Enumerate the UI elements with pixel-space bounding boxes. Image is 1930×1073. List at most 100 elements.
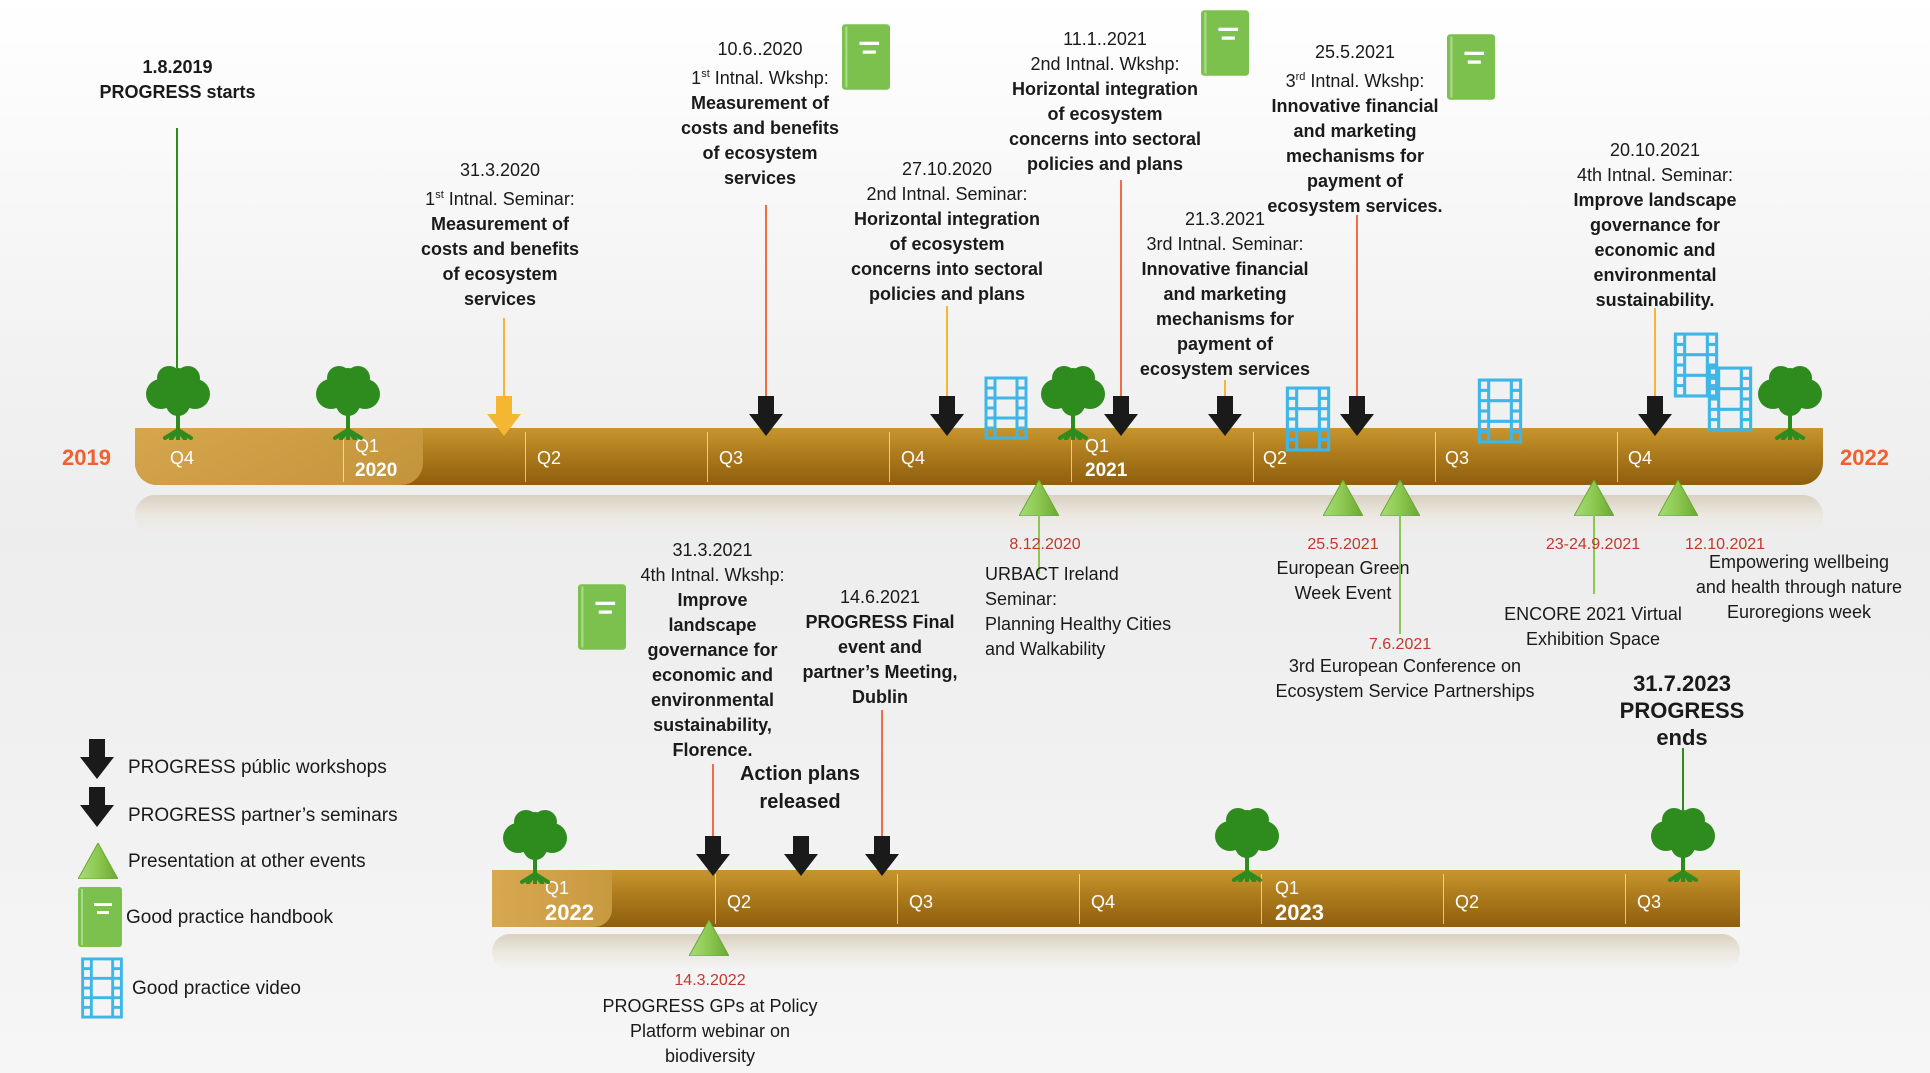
event-title-line: mechanisms for [1285, 146, 1425, 166]
bottom-quarter-label: Q3 [909, 892, 934, 912]
kind-sup: st [701, 68, 710, 80]
legend-workshops: PROGRESS públic workshops [128, 757, 387, 778]
book-icon [1201, 8, 1249, 78]
event-action-plans: Action plans released [720, 760, 880, 816]
event-line: Empowering wellbeing [1708, 552, 1890, 572]
event-title: PROGRESS starts [99, 82, 256, 102]
event-title-line: environmental [650, 690, 775, 710]
event-title-line: Improve [677, 590, 748, 610]
event-date: 20.10.2021 [1609, 140, 1701, 160]
kind-text: 1 [425, 189, 436, 209]
event-title-line: policies and plans [1026, 154, 1184, 174]
event-gps-webinar: PROGRESS GPs at Policy Platform webinar … [585, 994, 835, 1069]
event-espc: 3rd European Conference on Ecosystem Ser… [1235, 654, 1575, 704]
film-icon [80, 957, 124, 1019]
kind-text: 3 [1285, 71, 1296, 91]
event-seminar-1: 31.3.2020 1st Intnal. Seminar: Measureme… [400, 158, 600, 312]
event-encore: ENCORE 2021 Virtual Exhibition Space [1483, 602, 1703, 652]
top-axis-shadow [135, 495, 1823, 535]
triangle-up-icon [1323, 480, 1363, 516]
event-title-line: Horizontal integration [1012, 79, 1198, 99]
event-line: European Green [1276, 558, 1410, 578]
book-icon [78, 887, 122, 947]
event-title-line: services [723, 168, 797, 188]
top-quarter-label: Q2 [537, 448, 562, 468]
event-date-red: 25.5.2021 [1307, 536, 1379, 553]
triangle-up-icon [1019, 480, 1059, 516]
film-icon [984, 376, 1028, 440]
event-title-line: services [463, 289, 537, 309]
bottom-axis-bar [492, 870, 1740, 927]
arrow-down-icon [1638, 396, 1672, 436]
event-title-line: mechanisms for [1155, 309, 1295, 329]
event-line: biodiversity [664, 1046, 756, 1066]
top-tick [889, 432, 890, 482]
bottom-axis-highlight [492, 870, 612, 927]
event-kind: 2nd Intnal. Seminar: [866, 184, 1028, 204]
triangle-up-icon [1380, 480, 1420, 516]
bottom-tick [1261, 874, 1262, 924]
event-date-red: 12.10.2021 [1684, 536, 1766, 553]
event-euroregions: Empowering wellbeing and health through … [1684, 550, 1914, 625]
event-title-line: environmental [1593, 265, 1717, 285]
event-date-red: 23-24.9.2021 [1545, 536, 1641, 553]
event-final: 14.6.2021 PROGRESS Final event and partn… [790, 585, 970, 710]
kind-text: Intnal. Seminar: [443, 189, 575, 209]
event-title-line: sustainability. [1595, 290, 1715, 310]
top-quarter-label: Q3 [1445, 448, 1470, 468]
event-title-line: of ecosystem [1047, 104, 1163, 124]
tree-icon [1755, 364, 1825, 440]
legend-presentations: Presentation at other events [128, 851, 366, 872]
event-date: 31.7.2023 [1633, 671, 1731, 696]
event-title-line: governance for [647, 640, 778, 660]
event-title-line: Measurement of [430, 214, 570, 234]
event-workshop-2: 11.1..2021 2nd Intnal. Wkshp: Horizontal… [1000, 27, 1210, 177]
event-title-line: released [759, 791, 841, 813]
top-tick [1071, 432, 1072, 482]
event-title-line: Improve landscape [1573, 190, 1737, 210]
arrow-down-icon [80, 739, 114, 779]
event-title-line: sustainability, [653, 715, 772, 735]
event-title-line: Action plans [739, 763, 860, 785]
event-title-line: ecosystem services [1139, 359, 1311, 379]
event-title-line: Measurement of [690, 93, 830, 113]
connector-line [1682, 748, 1684, 810]
arrow-down-icon [1208, 396, 1242, 436]
event-line: PROGRESS GPs at Policy [602, 996, 818, 1016]
arrow-down-icon [784, 836, 818, 876]
connector-line [1038, 514, 1040, 574]
bottom-tick [897, 874, 898, 924]
event-line: URBACT Ireland [985, 564, 1119, 584]
event-line: Platform webinar on [629, 1021, 791, 1041]
bottom-tick [1079, 874, 1080, 924]
event-title-line: payment of [1306, 171, 1403, 191]
top-tick [525, 432, 526, 482]
bottom-quarter-label: Q1 [545, 878, 570, 898]
event-title-line: costs and benefits [420, 239, 580, 259]
connector-line [176, 128, 178, 368]
event-line: Euroregions week [1726, 602, 1872, 622]
event-title-line: Innovative financial [1141, 259, 1309, 279]
event-date: 1.8.2019 [142, 57, 213, 77]
top-year-mark: 2021 [1085, 460, 1128, 481]
event-kind: 1st Intnal. Seminar: [400, 183, 600, 212]
legend-handbook: Good practice handbook [126, 907, 334, 928]
event-date-red: 7.6.2021 [1368, 636, 1432, 653]
connector-line [1654, 308, 1656, 398]
event-date: 14.6.2021 [839, 587, 921, 607]
event-title-line: costs and benefits [680, 118, 840, 138]
connector-line [946, 306, 948, 398]
event-workshop-4: 31.3.2021 4th Intnal. Wkshp: Improve lan… [620, 538, 805, 763]
event-title-line: economic and [1594, 240, 1716, 260]
tree-icon [1038, 364, 1108, 440]
event-date-red: 14.3.2022 [674, 972, 746, 989]
event-line: ENCORE 2021 Virtual [1504, 604, 1682, 624]
top-tick [707, 432, 708, 482]
legend-seminars: PROGRESS partner’s seminars [128, 805, 398, 826]
event-start: 1.8.2019 PROGRESS starts [90, 55, 265, 105]
year-label-left: 2019 [62, 445, 111, 470]
connector-line [881, 710, 883, 840]
tree-icon [313, 364, 383, 440]
kind-sup: rd [1295, 71, 1306, 83]
